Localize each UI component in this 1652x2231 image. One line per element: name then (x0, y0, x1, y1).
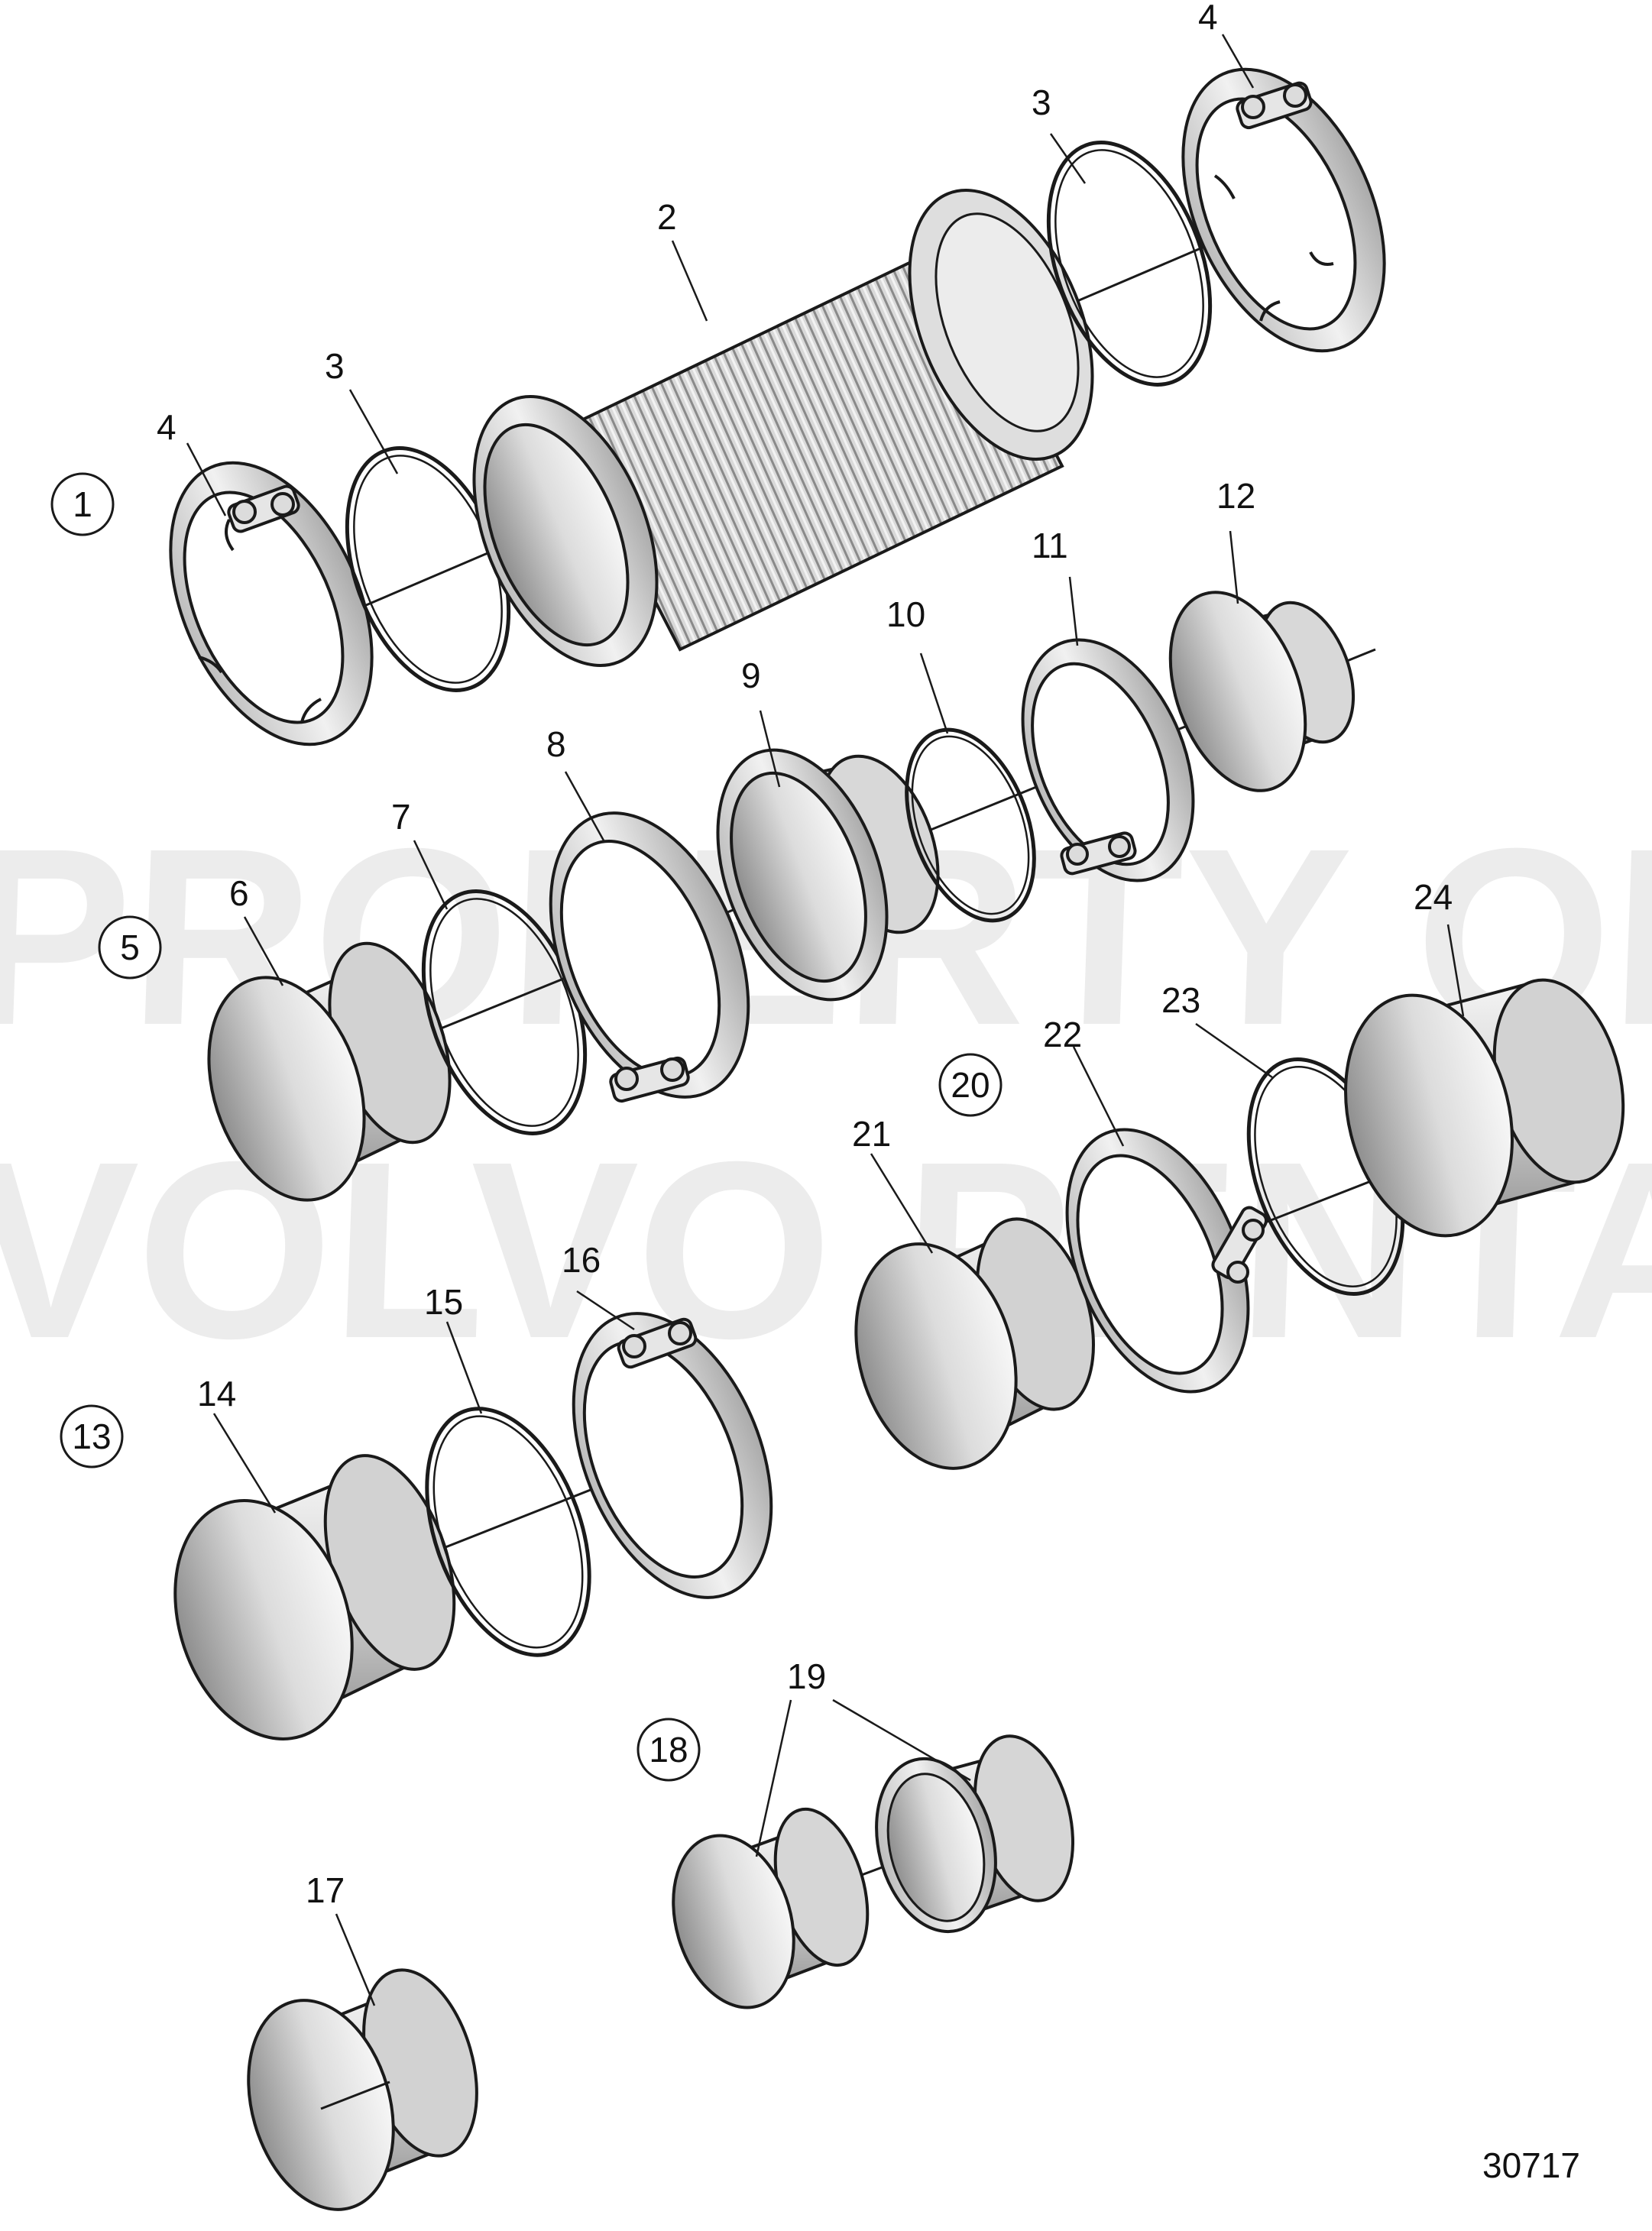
part-label-9: 9 (741, 656, 761, 695)
part-label-22: 22 (1043, 1015, 1082, 1054)
part-17-pipe-stub (247, 1968, 478, 2211)
part-21-pipe-stub (854, 1217, 1095, 1470)
part-label-21: 21 (852, 1114, 891, 1154)
group-label-20: 20 (951, 1065, 990, 1105)
part-label-11: 11 (1032, 526, 1068, 565)
part-label-14: 14 (197, 1374, 236, 1413)
figure-number: 30717 (1482, 2145, 1580, 2185)
callout-labels: 1 5 20 13 18 4 3 2 3 4 12 11 10 9 8 7 6 … (50, 0, 1580, 2185)
assembly-group-20 (854, 978, 1625, 1470)
part-label-12: 12 (1216, 476, 1255, 516)
part-label-24: 24 (1414, 877, 1453, 917)
assembly-group-5 (207, 591, 1376, 1202)
part-11-v-clamp (1021, 638, 1195, 882)
part-12-flange-ring (1168, 591, 1356, 792)
part-label-19: 19 (787, 1656, 826, 1696)
assembly-group-13 (173, 1312, 773, 1740)
part-16-v-clamp (572, 1312, 773, 1599)
part-19-flange-sleeve-left (672, 1807, 870, 2009)
part-label-8: 8 (546, 724, 566, 764)
group-label-5: 5 (120, 928, 140, 967)
part-label-3-right: 3 (1032, 83, 1051, 122)
part-3-seal-ring-right (1046, 141, 1213, 387)
part-15-seal-ring (425, 1407, 591, 1657)
assembly-group-1 (169, 67, 1386, 746)
part-19-flange-sleeve-right (875, 1734, 1075, 1934)
part-label-2: 2 (657, 197, 677, 237)
part-label-7: 7 (391, 797, 411, 837)
group-marker-13 (60, 1404, 124, 1468)
part-label-6: 6 (229, 873, 249, 913)
part-label-4-right: 4 (1198, 0, 1218, 37)
callout-leaders (186, 34, 1465, 2006)
part-6-pipe-stub (207, 941, 452, 1202)
part-label-4-left: 4 (157, 407, 177, 447)
group-label-13: 13 (72, 1417, 111, 1456)
part-label-15: 15 (424, 1282, 463, 1322)
assembly-group-18 (672, 1734, 1075, 2009)
group-label-1: 1 (73, 484, 92, 524)
part-label-3-left: 3 (325, 346, 345, 386)
group-marker-1 (50, 472, 115, 536)
group-marker-20 (938, 1053, 1003, 1117)
part-4-v-clamp-right (1181, 67, 1386, 353)
part-24-large-pipe (1344, 978, 1625, 1238)
part-14-pipe-stub (173, 1454, 456, 1740)
part-label-10: 10 (886, 594, 925, 634)
group-label-18: 18 (649, 1730, 688, 1770)
part-label-16: 16 (562, 1240, 601, 1280)
group-marker-18 (637, 1718, 701, 1782)
part-label-23: 23 (1161, 980, 1200, 1020)
group-marker-5 (98, 915, 162, 980)
part-label-17: 17 (306, 1870, 345, 1910)
part-22-v-clamp (1065, 1128, 1268, 1394)
part-8-v-clamp (549, 811, 750, 1103)
part-2-flexible-bellows (472, 189, 1094, 667)
part-10-seal-ring (905, 727, 1036, 923)
